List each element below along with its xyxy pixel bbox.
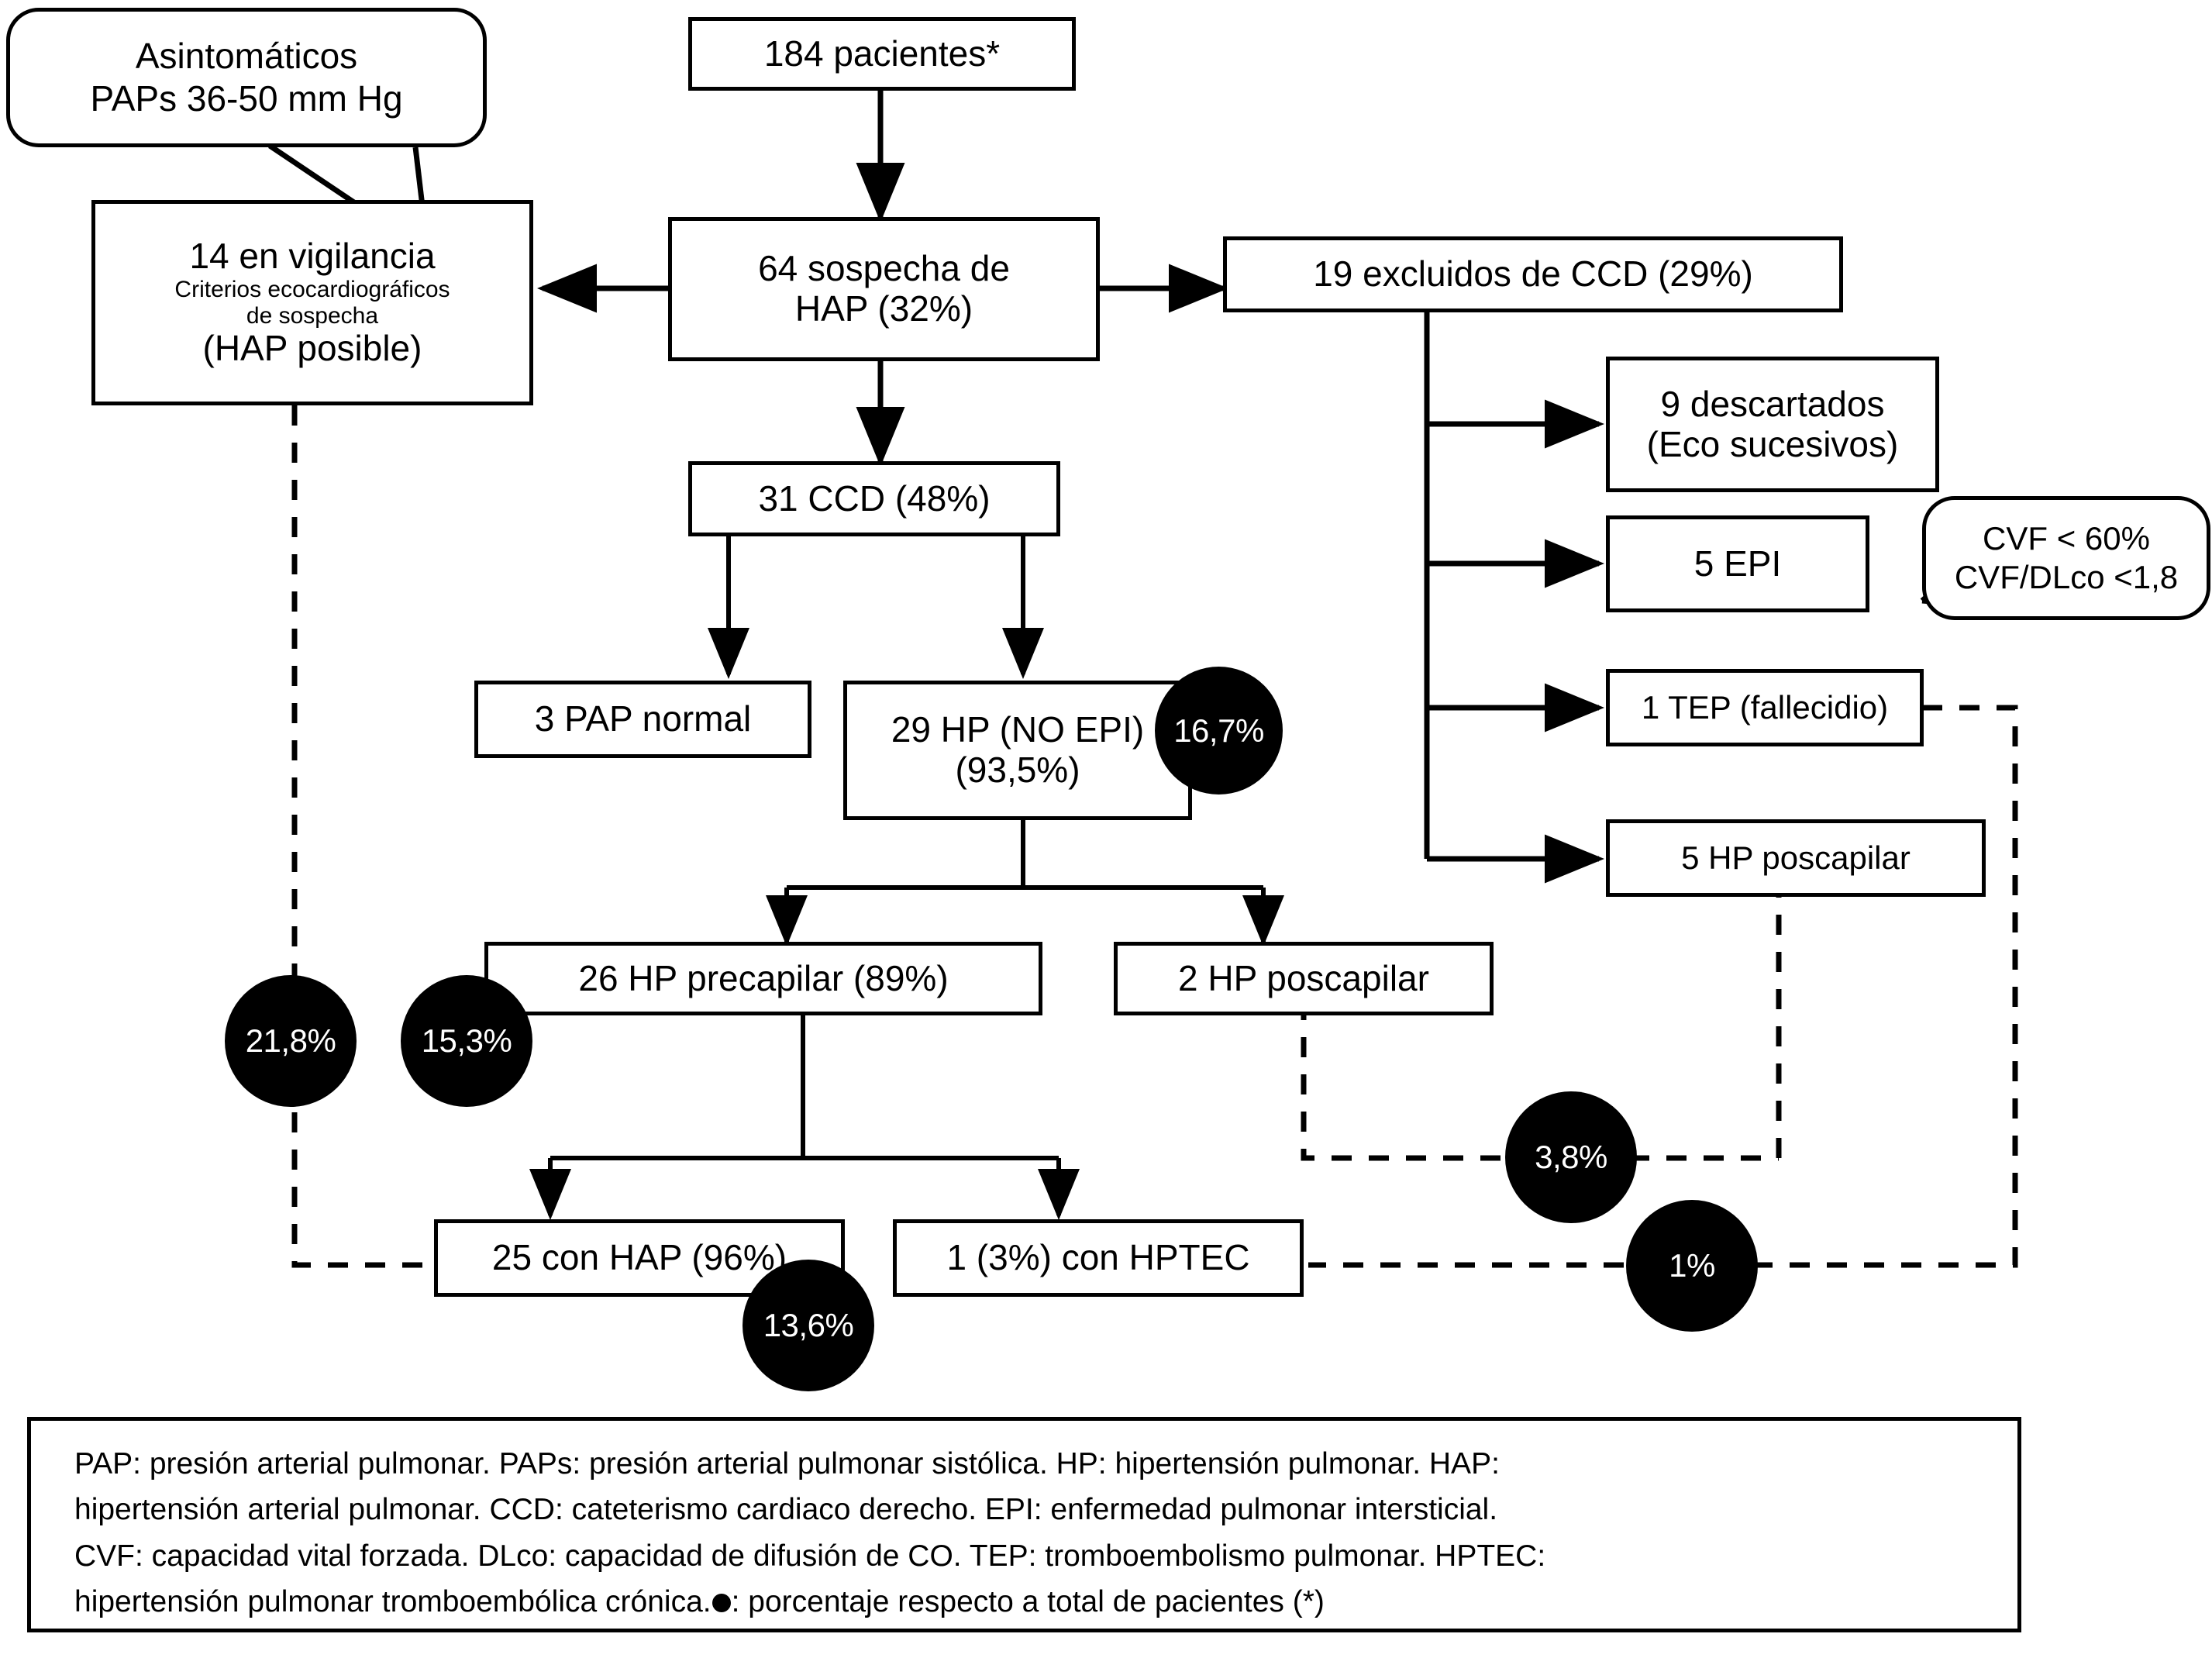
- dashed-poscapilar-to-right: [1301, 1000, 1779, 1161]
- callout-cvf: CVF < 60% CVF/DLco <1,8: [1922, 496, 2210, 620]
- node-descartados-line1: 9 descartados: [1660, 383, 1885, 424]
- node-hp-poscapilar: 2 HP poscapilar: [1114, 942, 1494, 1015]
- node-en-vigilancia-line2: Criterios ecocardiográficos: [174, 276, 450, 302]
- badge-pct-poscapilar: 3,8%: [1505, 1091, 1637, 1223]
- node-hap25-label: 25 con HAP (96%): [491, 1237, 787, 1278]
- node-en-vigilancia-line4: (HAP posible): [202, 328, 422, 369]
- legend-line-4b: : porcentaje respecto a total de pacient…: [731, 1584, 1325, 1618]
- node-pap-normal-label: 3 PAP normal: [534, 698, 752, 739]
- node-hptec: 1 (3%) con HPTEC: [893, 1219, 1304, 1297]
- node-total-patients: 184 pacientes*: [688, 17, 1076, 91]
- dashed-tep-to-hptec: [1308, 705, 2018, 1268]
- node-hp-no-epi: 29 HP (NO EPI) (93,5%): [843, 681, 1192, 820]
- callout-cvf-line2: CVF/DLco <1,8: [1954, 559, 2179, 595]
- badge-pct-hap25: 13,6%: [743, 1260, 874, 1391]
- node-descartados: 9 descartados (Eco sucesivos): [1606, 357, 1939, 492]
- badge-pct-precapilar: 15,3%: [401, 975, 532, 1107]
- callout-cvf-line1: CVF < 60%: [1983, 519, 2150, 557]
- node-hp-no-epi-line1: 29 HP (NO EPI): [891, 709, 1145, 750]
- node-en-vigilancia-line1: 14 en vigilancia: [189, 236, 436, 277]
- dashed-vigilancia-to-hap25: [291, 405, 446, 1268]
- node-excluidos-ccd: 19 excluidos de CCD (29%): [1223, 236, 1843, 312]
- node-hptec-label: 1 (3%) con HPTEC: [946, 1237, 1250, 1278]
- node-excluidos-ccd-label: 19 excluidos de CCD (29%): [1313, 253, 1753, 295]
- legend-line-4a: hipertensión pulmonar tromboembólica cró…: [74, 1584, 711, 1618]
- callout-asintomaticos-line1: Asintomáticos: [135, 35, 358, 76]
- node-epi: 5 EPI: [1606, 515, 1869, 612]
- node-tep: 1 TEP (fallecidio): [1606, 669, 1924, 746]
- callout-asintomaticos-line2: PAPs 36-50 mm Hg: [90, 78, 403, 119]
- node-sospecha-hap-line1: 64 sospecha de: [758, 248, 1010, 289]
- node-hp-poscapilar-right-label: 5 HP poscapilar: [1681, 839, 1911, 877]
- node-hp-no-epi-line2: (93,5%): [955, 750, 1080, 790]
- node-tep-label: 1 TEP (fallecidio): [1641, 689, 1889, 726]
- node-epi-label: 5 EPI: [1693, 543, 1782, 584]
- node-ccd-label: 31 CCD (48%): [758, 477, 991, 519]
- badge-pct-vigilancia: 21,8%: [225, 975, 357, 1107]
- legend-line-3: CVF: capacidad vital forzada. DLco: capa…: [74, 1539, 1546, 1573]
- node-pap-normal: 3 PAP normal: [474, 681, 811, 758]
- node-descartados-line2: (Eco sucesivos): [1646, 423, 1899, 464]
- node-en-vigilancia-line3: de sospecha: [246, 302, 379, 329]
- node-hp-poscapilar-right: 5 HP poscapilar: [1606, 819, 1986, 897]
- legend-box: PAP: presión arterial pulmonar. PAPs: pr…: [27, 1417, 2021, 1632]
- badge-pct-hp-no-epi: 16,7%: [1155, 667, 1283, 795]
- node-hp-precapilar: 26 HP precapilar (89%): [484, 942, 1042, 1015]
- badge-pct-hptec: 1%: [1626, 1200, 1758, 1332]
- legend-line-4: hipertensión pulmonar tromboembólica cró…: [74, 1579, 1986, 1625]
- legend-line-2: hipertensión arterial pulmonar. CCD: cat…: [74, 1493, 1498, 1527]
- node-sospecha-hap-line2: HAP (32%): [794, 288, 973, 329]
- callout-asintomaticos: Asintomáticos PAPs 36-50 mm Hg: [6, 8, 487, 147]
- node-hp-poscapilar-label: 2 HP poscapilar: [1178, 957, 1429, 998]
- node-ccd: 31 CCD (48%): [688, 461, 1060, 536]
- legend-line-1: PAP: presión arterial pulmonar. PAPs: pr…: [74, 1447, 1500, 1480]
- node-en-vigilancia: 14 en vigilancia Criterios ecocardiográf…: [91, 200, 533, 405]
- node-total-patients-label: 184 pacientes*: [763, 33, 1001, 74]
- node-hp-precapilar-label: 26 HP precapilar (89%): [578, 957, 949, 998]
- filled-circle-icon: [711, 1593, 731, 1612]
- node-sospecha-hap: 64 sospecha de HAP (32%): [668, 217, 1100, 361]
